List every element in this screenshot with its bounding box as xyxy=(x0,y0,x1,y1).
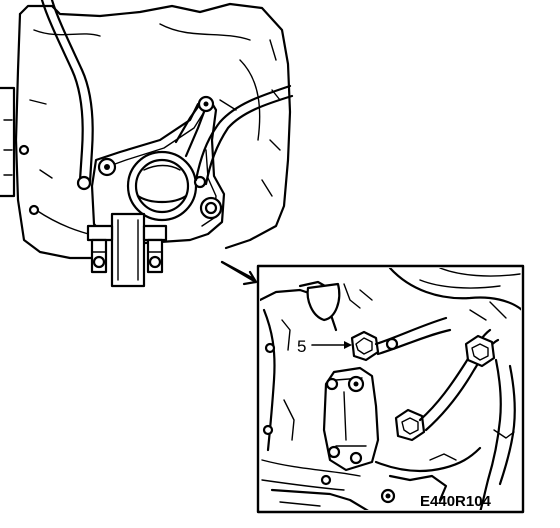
detail-inset xyxy=(256,264,525,514)
figure-code: E440R104 xyxy=(420,493,492,510)
callout-label: 5 xyxy=(297,337,306,356)
engine-housing-overview xyxy=(0,0,294,288)
